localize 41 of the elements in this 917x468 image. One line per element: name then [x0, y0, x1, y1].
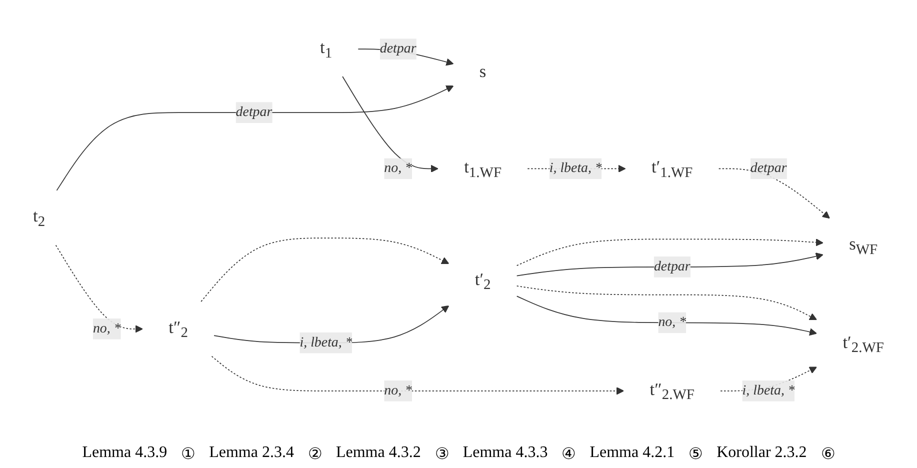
note-label: ①: [181, 445, 196, 464]
arrow: [516, 286, 817, 320]
note-label: Lemma 4.3.3: [462, 444, 548, 463]
node-text: t$_{1.WF}$: [464, 158, 502, 180]
arrow: [200, 238, 450, 302]
node-text: t$_{2}$: [33, 206, 46, 230]
note-label: Lemma 4.3.9: [82, 444, 168, 463]
arrow: [211, 356, 624, 395]
arrow: [342, 76, 438, 172]
note-label: Lemma 4.2.1: [590, 444, 675, 463]
note-label: ⑥: [820, 445, 835, 464]
node-text: s: [479, 62, 486, 82]
edge-label: detpar: [236, 104, 272, 120]
edge-label: i, lbeta, *: [742, 383, 795, 398]
note-label: Lemma 2.3.4: [209, 444, 294, 463]
note-label: ③: [434, 445, 449, 464]
note-label: Lemma 4.3.2: [336, 444, 421, 463]
edge-label: no, *: [384, 160, 412, 176]
edge-label: no, *: [92, 321, 121, 336]
node-text: t$_{1}$: [320, 38, 332, 61]
arrow: [516, 238, 824, 266]
edge-label: detpar: [380, 41, 416, 56]
node-text: t″$_{2.WF}$: [650, 380, 694, 403]
edge-label: detpar: [654, 259, 690, 274]
node-text: s$_{WF}$: [849, 234, 878, 258]
edge-label: no, *: [384, 383, 412, 398]
note-label: Korollar 2.3.2: [716, 444, 807, 463]
edge-label: no, *: [658, 314, 686, 330]
node-text: t′$_{2}$: [474, 270, 491, 293]
arrow: [56, 85, 454, 191]
note-label: ②: [308, 445, 322, 464]
edge-label: i, lbeta, *: [549, 160, 602, 176]
node-text: t″$_{2}$: [168, 318, 188, 341]
edge-label: detpar: [750, 160, 787, 176]
node-text: t′$_{2.WF}$: [842, 333, 884, 356]
note-label: ④: [562, 445, 576, 464]
arrow: [55, 244, 143, 333]
note-label: ⑤: [688, 445, 703, 464]
node-text: t′$_{1.WF}$: [651, 158, 693, 180]
edge-label: i, lbeta, *: [300, 335, 352, 350]
arrow: [516, 296, 817, 336]
